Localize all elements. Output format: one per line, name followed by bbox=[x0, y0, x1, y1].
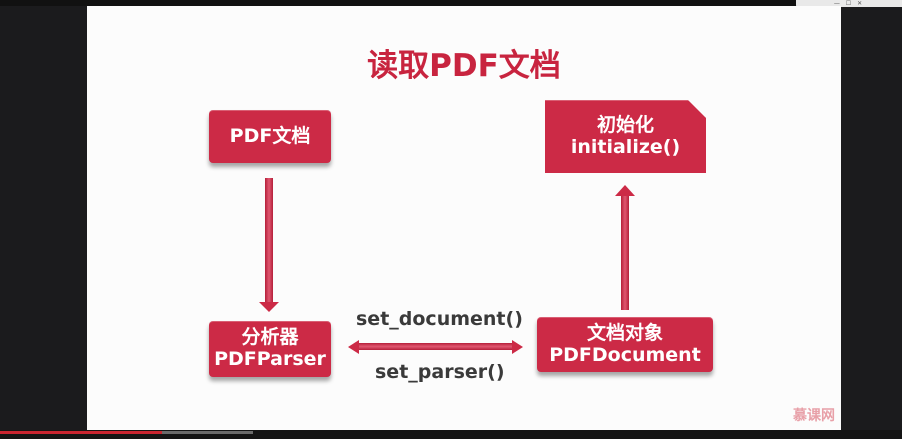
node-document-class: PDFDocument bbox=[549, 343, 701, 366]
node-document-title: 文档对象 bbox=[586, 321, 663, 344]
slide-canvas: 读取PDF文档 bbox=[87, 6, 841, 430]
node-initialize-method: initialize() bbox=[570, 135, 681, 158]
arrow-pdf-to-parser bbox=[259, 178, 279, 312]
arrow-parser-document bbox=[348, 340, 523, 354]
diagram-arrows bbox=[259, 178, 635, 354]
video-progress-fill bbox=[0, 431, 162, 434]
node-parser: 分析器 PDFParser bbox=[209, 321, 331, 377]
node-initialize: 初始化 initialize() bbox=[545, 100, 706, 173]
watermark-text: 慕课网 bbox=[793, 408, 835, 424]
video-progress-bar[interactable] bbox=[0, 430, 902, 439]
window-controls[interactable]: — ☐ ✕ bbox=[796, 0, 902, 7]
node-document: 文档对象 PDFDocument bbox=[537, 317, 713, 372]
node-pdf-document: PDF文档 bbox=[209, 110, 331, 163]
edge-label-set-document: set_document() bbox=[356, 308, 523, 330]
edge-label-set-parser: set_parser() bbox=[375, 361, 505, 383]
slide-title: 读取PDF文档 bbox=[367, 48, 561, 84]
arrow-document-to-init bbox=[615, 185, 635, 310]
node-parser-class: PDFParser bbox=[214, 348, 326, 370]
node-initialize-title: 初始化 bbox=[596, 113, 654, 136]
node-parser-title: 分析器 bbox=[241, 326, 299, 349]
node-pdf-document-label: PDF文档 bbox=[229, 124, 311, 147]
top-bar bbox=[0, 0, 902, 6]
watermark-logo: 慕课网 bbox=[793, 405, 835, 425]
